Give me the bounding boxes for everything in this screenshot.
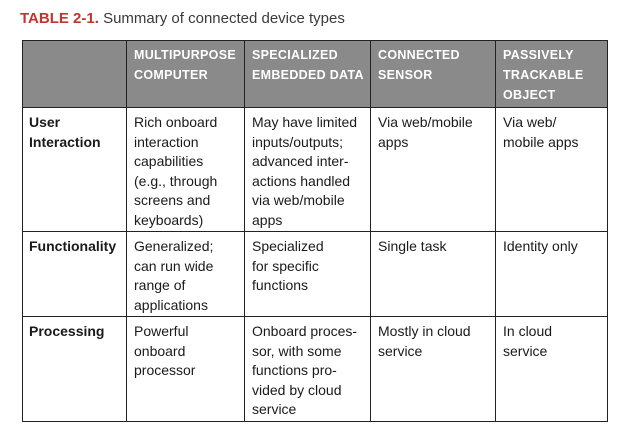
row-header-text: Functionality: [29, 238, 117, 254]
table-cell: Specialized for specific functions: [244, 231, 371, 317]
table-number: TABLE 2-1.: [20, 10, 99, 27]
cell-text: Onboard proces-: [252, 323, 358, 339]
header-text: DATA: [329, 68, 364, 82]
cell-text: onboard: [134, 342, 186, 359]
cell-text: via web/mobile: [252, 192, 345, 208]
row-header-functionality: Functionality: [22, 231, 127, 317]
cell-text: screens and: [134, 192, 211, 208]
cell-text: sor, with some: [252, 342, 342, 359]
table-cell: Powerful onboard processor: [126, 316, 245, 422]
cell-text: vided by cloud: [252, 381, 342, 398]
cell-text: mobile apps: [503, 133, 579, 150]
cell-text: range of: [134, 277, 186, 293]
table-cell: In cloud service: [495, 316, 608, 422]
cell-text: applications: [134, 296, 208, 313]
table-cell: Single task: [370, 231, 496, 317]
header-text: SPECIALIZED: [252, 48, 338, 62]
row-header-processing: Processing: [22, 316, 127, 422]
header-row: MULTIPURPOSE COMPUTER SPECIALIZED EMBEDD…: [22, 40, 608, 108]
row-header-text: User: [29, 114, 61, 130]
header-text: EMBEDDED: [252, 68, 326, 82]
header-text: PASSIVELY: [503, 48, 574, 62]
table-cell: Rich onboard interaction capabilities (e…: [126, 107, 245, 232]
cell-text: Single task: [378, 238, 447, 254]
row-header-text: Interaction: [29, 133, 101, 150]
cell-text: Via web/: [503, 114, 557, 130]
cell-text: apps: [378, 133, 409, 150]
cell-text: Generalized;: [134, 238, 214, 254]
table-cell: Generalized; can run wide range of appli…: [126, 231, 245, 317]
cell-text: Powerful: [134, 323, 189, 339]
header-text: MULTIPURPOSE: [134, 48, 236, 62]
cell-text: Specialized: [252, 238, 324, 254]
cell-text: (e.g., through: [134, 172, 218, 189]
cell-text: service: [503, 342, 548, 359]
cell-text: service: [252, 401, 297, 417]
table-caption: TABLE 2-1. Summary of connected device t…: [20, 9, 345, 29]
header-text: TRACKABLE: [503, 68, 584, 82]
cell-text: actions handled: [252, 172, 351, 189]
header-corner-cell: [22, 40, 127, 108]
header-cell-passively-trackable-object: PASSIVELY TRACKABLE OBJECT: [495, 40, 608, 108]
table-cell: Identity only: [495, 231, 608, 317]
cell-text: Via web/mobile: [378, 114, 473, 130]
table-cell: May have limited inputs/outputs; advance…: [244, 107, 371, 232]
cell-text: In cloud: [503, 323, 553, 339]
header-text: SENSOR: [378, 68, 433, 82]
cell-text: inputs/outputs;: [252, 133, 344, 150]
cell-text: apps: [252, 211, 283, 228]
cell-text: Rich onboard: [134, 114, 218, 130]
table-title: Summary of connected device types: [103, 10, 345, 27]
cell-text: processor: [134, 362, 196, 378]
cell-text: Mostly in cloud: [378, 323, 471, 339]
table-cell: Via web/ mobile apps: [495, 107, 608, 232]
cell-text: service: [378, 342, 423, 359]
cell-text: keyboards): [134, 211, 204, 228]
table-cell: Mostly in cloud service: [370, 316, 496, 422]
table-cell: Via web/mobile apps: [370, 107, 496, 232]
table-row-functionality: Functionality Generalized; can run wide …: [22, 231, 608, 317]
cell-text: May have limited: [252, 114, 358, 130]
cell-text: for specific: [252, 257, 319, 274]
table-cell: Onboard proces- sor, with some functions…: [244, 316, 371, 422]
row-header-text: Processing: [29, 323, 105, 339]
cell-text: advanced inter-: [252, 153, 349, 169]
cell-text: capabilities: [134, 153, 204, 169]
cell-text: interaction: [134, 133, 199, 150]
table-row-user-interaction: User Interaction Rich onboard interactio…: [22, 107, 608, 232]
header-text: OBJECT: [503, 88, 556, 102]
row-header-user-interaction: User Interaction: [22, 107, 127, 232]
table-row-processing: Processing Powerful onboard processor On…: [22, 316, 608, 422]
header-text: COMPUTER: [134, 68, 208, 82]
header-text: CONNECTED: [378, 48, 460, 62]
cell-text: functions: [252, 277, 309, 293]
header-cell-specialized-embedded-data: SPECIALIZED EMBEDDED DATA: [244, 40, 371, 108]
header-cell-multipurpose-computer: MULTIPURPOSE COMPUTER: [126, 40, 245, 108]
cell-text: Identity only: [503, 238, 578, 254]
header-cell-connected-sensor: CONNECTED SENSOR: [370, 40, 496, 108]
device-types-table: MULTIPURPOSE COMPUTER SPECIALIZED EMBEDD…: [22, 40, 608, 422]
cell-text: can run wide: [134, 257, 214, 274]
cell-text: functions pro-: [252, 362, 337, 378]
